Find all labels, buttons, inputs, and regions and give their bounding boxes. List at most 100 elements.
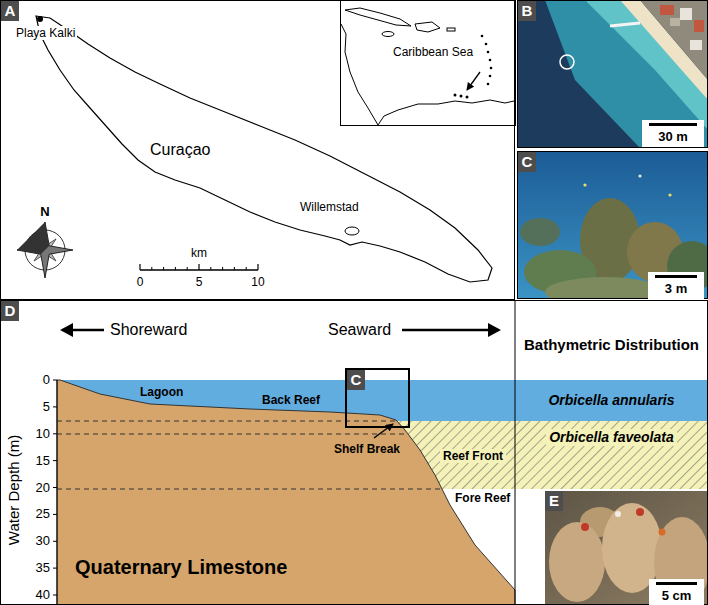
axis-number: 10: [36, 426, 50, 442]
site-circle: [560, 55, 574, 69]
axis-number: 25: [36, 507, 50, 523]
scale-tick: [139, 264, 140, 270]
south-america-coast: [378, 100, 514, 125]
building: [694, 20, 704, 32]
shallow-water: [585, 0, 708, 130]
sea-name: Caribbean Sea: [393, 45, 473, 59]
land: [640, 0, 708, 80]
axis-tick: [53, 460, 57, 461]
scale-tick: [222, 267, 223, 270]
depth-line: [57, 434, 408, 435]
scale-tick: [187, 267, 188, 270]
axis-number: 40: [36, 587, 50, 603]
puerto-rico-outline: [447, 28, 455, 31]
scale-tick: [257, 264, 258, 270]
reef-water: [545, 0, 708, 148]
reef-photo: [517, 151, 708, 299]
direction-label: Shoreward: [110, 320, 187, 339]
site-dot: [37, 16, 43, 22]
island-outline: [36, 16, 492, 282]
direction-label: Seaward: [328, 320, 391, 339]
compass-star: [17, 222, 73, 278]
axis-title: Water Depth (m): [5, 435, 23, 545]
scale-unit: km: [191, 246, 207, 260]
map-panel: A Caribbean Sea: [0, 0, 515, 300]
limestone-profile: [57, 380, 515, 605]
panel-letter: B: [518, 1, 536, 21]
pier: [610, 23, 640, 26]
town-name: Willemstad: [300, 200, 359, 214]
fish: [668, 193, 671, 196]
worm-crown: [636, 508, 644, 516]
coral-photo-panel: E5 cm: [545, 491, 708, 605]
scale-tick: [175, 267, 176, 270]
coral: [520, 218, 560, 246]
scale-tick: [210, 267, 211, 270]
island-dot: [460, 95, 463, 98]
zone-label: Shelf Break: [334, 442, 400, 456]
scale-tick: [163, 267, 164, 270]
island-dot: [489, 75, 492, 78]
panel-letter: C: [347, 370, 365, 390]
axis-number: 15: [36, 453, 50, 469]
compass-shade: [17, 222, 49, 254]
depth-band: Orbicella annularis: [515, 381, 708, 421]
scale-label: 30 m: [642, 120, 704, 147]
axis-tick: [53, 487, 57, 488]
axis-tick: [53, 406, 57, 407]
deep-water: [517, 0, 708, 148]
scale-number: 5: [196, 275, 203, 289]
depth-axis: [57, 380, 58, 604]
panel-letter: A: [1, 1, 19, 21]
island-dot: [489, 59, 492, 62]
scale-number: 0: [137, 275, 144, 289]
coral: [545, 277, 665, 299]
column-heading: Bathymetric Distribution: [524, 336, 699, 354]
axis-tick: [53, 433, 57, 434]
fish: [638, 174, 641, 177]
reef-photo-panel: C 3 m: [517, 151, 708, 299]
inset-ground: [340, 0, 515, 125]
building: [660, 5, 674, 15]
panel-letter: C: [518, 152, 536, 172]
aerial-photo-panel: B 30 m: [517, 0, 708, 148]
locator-arrow: [467, 72, 480, 90]
worm-crown: [615, 511, 621, 517]
column-divider: [515, 300, 516, 605]
axis-tick: [53, 595, 57, 596]
seaward-arrow-head: [488, 323, 501, 337]
harbour-inlet: [345, 227, 359, 235]
hispaniola-outline: [415, 22, 440, 32]
scale-label: 3 m: [648, 272, 704, 299]
zone-label: Fore Reef: [455, 491, 510, 505]
axis-tick: [53, 541, 57, 542]
island-dot: [487, 83, 490, 86]
island-dot: [487, 51, 490, 54]
axis-tick: [53, 568, 57, 569]
building: [680, 8, 692, 20]
island-dot: [490, 67, 493, 70]
water: [517, 151, 708, 299]
depth-line: [57, 489, 442, 490]
species-name: Orbicella annularis: [548, 392, 674, 409]
axis-tick: [53, 380, 57, 381]
island-dot: [454, 94, 457, 97]
axis-number: 0: [43, 372, 50, 388]
inset-box: C: [345, 368, 410, 428]
beach: [620, 0, 708, 100]
coral-photo: [545, 491, 708, 605]
zone-label: Back Reef: [262, 393, 320, 407]
depth-band: Orbicella faveolata: [515, 421, 708, 489]
axis-number: 5: [43, 399, 50, 415]
building: [670, 18, 680, 26]
axis-number: 20: [36, 480, 50, 496]
species-name: Orbicella faveolata: [546, 429, 677, 446]
jamaica-outline: [382, 32, 394, 37]
axis-tick: [53, 514, 57, 515]
map-ground: [0, 0, 515, 300]
scale-tick: [151, 267, 152, 270]
shoreward-arrow-head: [60, 323, 73, 337]
